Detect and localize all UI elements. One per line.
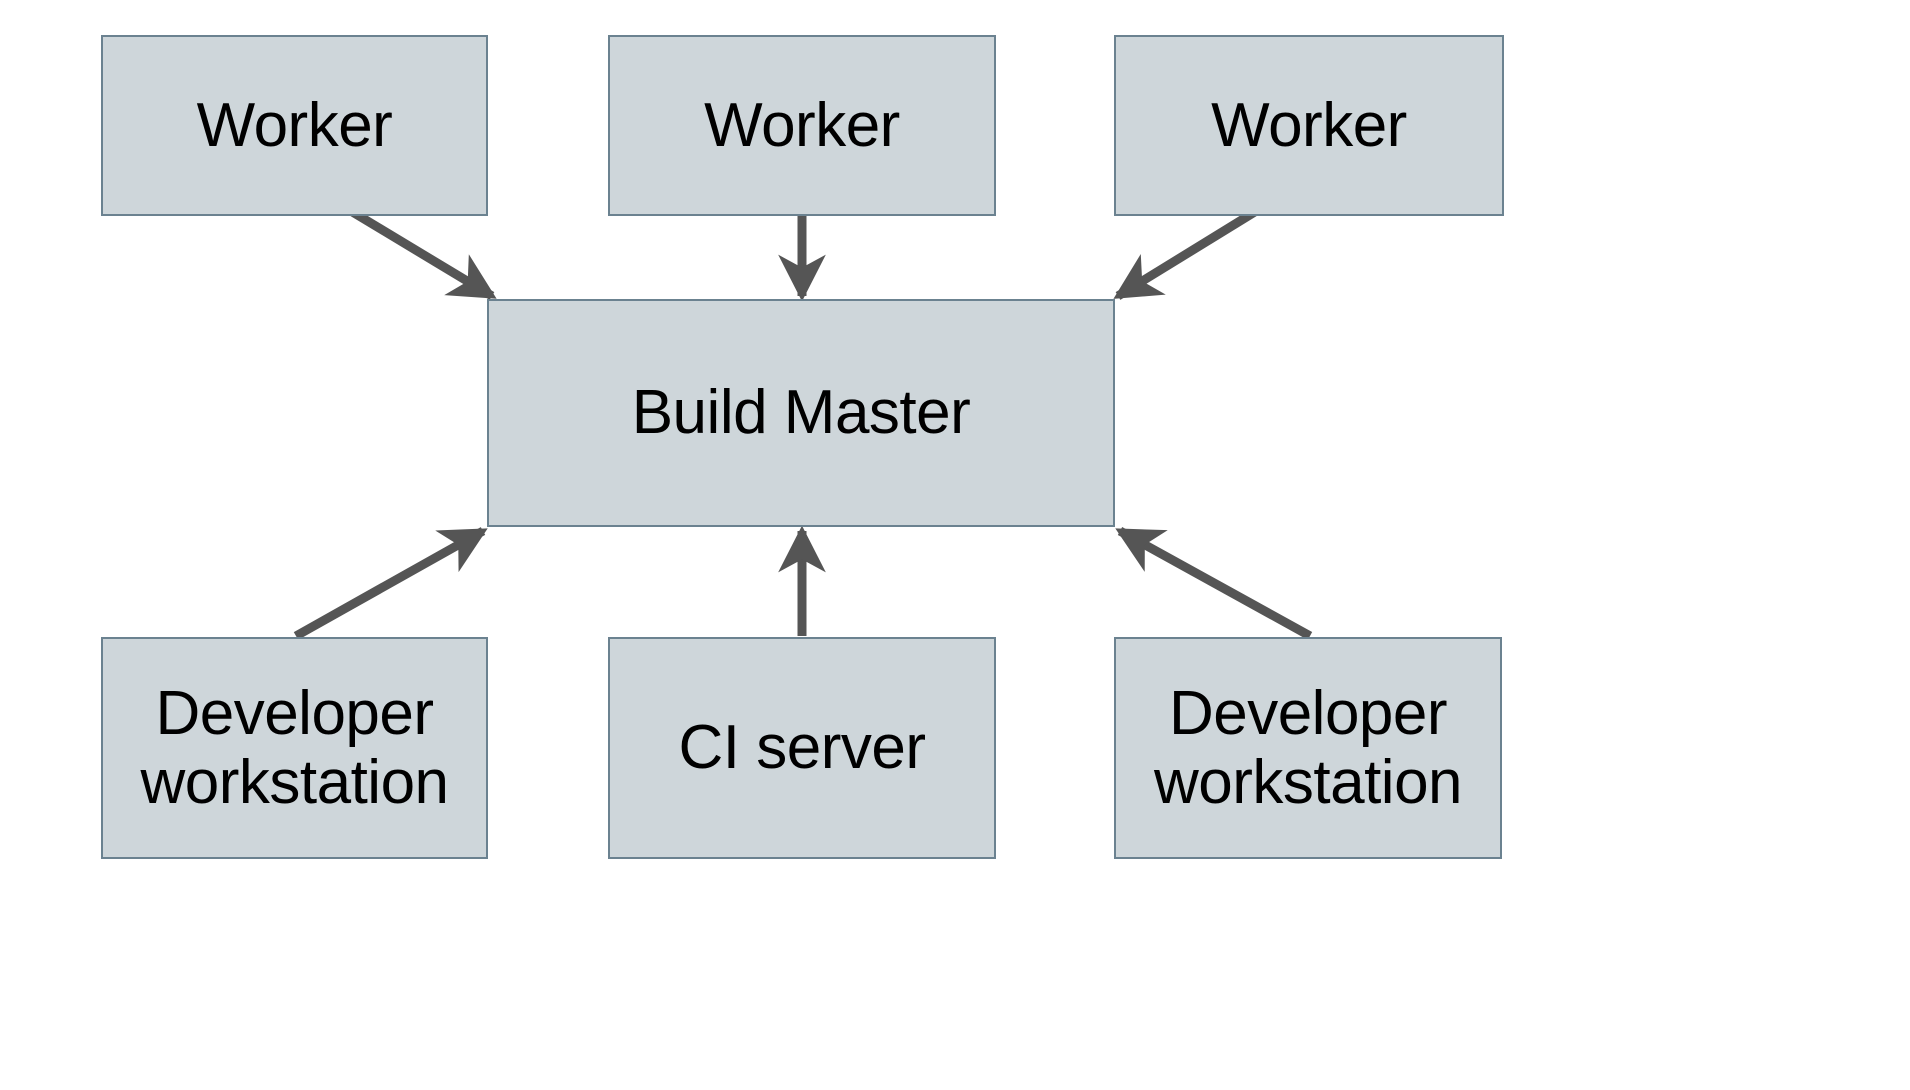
node-build-master[interactable]: Build Master	[487, 299, 1115, 527]
node-label-ci-server: CI server	[678, 713, 926, 783]
node-label-build-master: Build Master	[631, 378, 971, 448]
node-worker-right[interactable]: Worker	[1114, 35, 1504, 216]
node-dev-left[interactable]: Developer workstation	[101, 637, 488, 859]
node-label-worker-right: Worker	[1211, 90, 1407, 160]
edge-dev-left-to-master	[293, 527, 488, 640]
node-worker-left[interactable]: Worker	[101, 35, 488, 216]
node-label-worker-center: Worker	[704, 90, 900, 160]
edge-dev-right-to-master	[1115, 527, 1313, 640]
node-dev-right[interactable]: Developer workstation	[1114, 637, 1502, 859]
node-label-worker-left: Worker	[196, 90, 393, 160]
node-label-dev-left: Developer workstation	[140, 678, 449, 817]
node-worker-center[interactable]: Worker	[608, 35, 996, 216]
node-ci-server[interactable]: CI server	[608, 637, 996, 859]
node-label-dev-right: Developer workstation	[1153, 678, 1463, 817]
